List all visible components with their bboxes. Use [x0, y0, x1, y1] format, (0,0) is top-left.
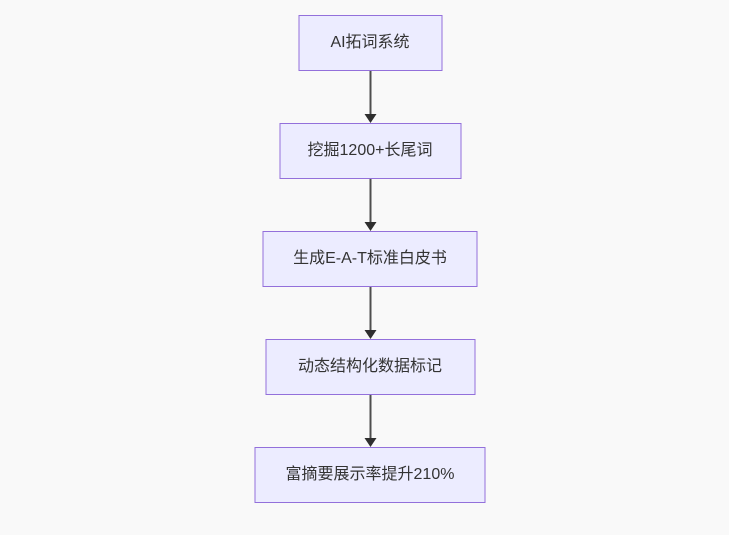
edge-line [369, 395, 371, 440]
flowchart-edge-1 [363, 71, 377, 123]
flowchart-edge-2 [363, 179, 377, 231]
edge-line [369, 179, 371, 224]
flowchart-node-5: 富摘要展示率提升210% [254, 447, 486, 503]
flowchart-node-4-label: 动态结构化数据标记 [297, 358, 442, 375]
edge-line [369, 71, 371, 116]
flowchart-edge-3 [363, 287, 377, 339]
arrow-down-icon [364, 330, 376, 339]
flowchart-node-3: 生成E-A-T标准白皮书 [262, 231, 478, 287]
flowchart-node-2: 挖掘1200+长尾词 [279, 123, 461, 179]
flowchart-edge-4 [363, 395, 377, 447]
flowchart-node-3-label: 生成E-A-T标准白皮书 [293, 250, 447, 267]
edge-line [369, 287, 371, 332]
flowchart-node-1-label: AI拓词系统 [330, 34, 410, 51]
arrow-down-icon [364, 222, 376, 231]
flowchart-node-1: AI拓词系统 [298, 15, 442, 71]
arrow-down-icon [364, 438, 376, 447]
flowchart-node-4: 动态结构化数据标记 [265, 339, 475, 395]
flowchart-node-2-label: 挖掘1200+长尾词 [307, 142, 433, 159]
arrow-down-icon [364, 114, 376, 123]
flowchart-node-5-label: 富摘要展示率提升210% [285, 466, 455, 483]
flowchart-column: AI拓词系统 挖掘1200+长尾词 生成E-A-T标准白皮书 动态结构化数据标记 [254, 15, 486, 503]
